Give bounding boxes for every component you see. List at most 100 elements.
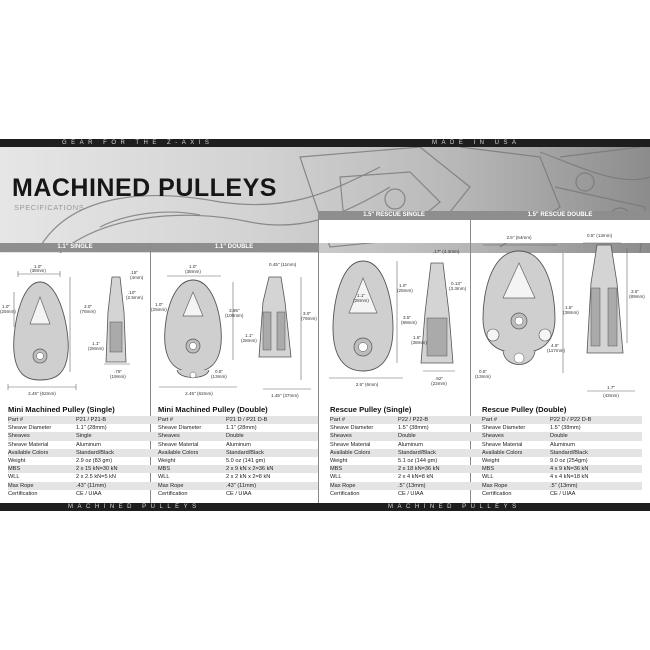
product-name: Mini Machined Pulley (Double)	[158, 405, 268, 414]
divider-2	[318, 220, 319, 503]
spec-row: Max Rope.43" (11mm)	[8, 481, 168, 490]
spec-row: Part #P22 D / P22 D-B	[482, 416, 642, 425]
divider-1	[150, 243, 151, 503]
dim-label: 1.1"	[92, 341, 100, 346]
dim-label: 1.45" (37mm)	[271, 393, 299, 398]
dim-label: .17" (4.3mm)	[433, 249, 460, 254]
dim-label: (100mm)	[225, 313, 244, 318]
dim-label: .15"	[130, 270, 138, 275]
dim-label: 1.0"	[155, 302, 163, 307]
spec-row: Max Rope.5" (13mm)	[482, 481, 642, 490]
dim-label: (89mm)	[629, 294, 645, 299]
dim-label: (13mm)	[475, 374, 491, 379]
dim-label: (38mm)	[185, 269, 201, 274]
dim-label: (25mm)	[151, 307, 167, 312]
dim-label: (13mm)	[211, 374, 227, 379]
dim-label: 1.7"	[607, 385, 615, 390]
spec-row: Part #P21 / P21-B	[8, 416, 168, 425]
dim-label: 3.5"	[631, 289, 639, 294]
dim-label: (89mm)	[401, 320, 417, 325]
spec-row: Part #P22 / P22-B	[330, 416, 490, 425]
dim-label: (28mm)	[241, 338, 257, 343]
spec-row: Part #P21 D / P21 D-B	[158, 416, 318, 425]
dim-label: (4mm)	[130, 275, 144, 280]
dim-label: (76mm)	[80, 309, 96, 314]
dim-label: 0.5" (13mm)	[587, 233, 613, 238]
dim-label: 0.13"	[451, 281, 462, 286]
dim-label: 2.45" (62mm)	[185, 391, 213, 396]
rescue-panel-top	[318, 220, 650, 243]
dim-label: 2.5" (64mm)	[506, 235, 532, 240]
footer-left: MACHINED PULLEYS	[68, 504, 201, 510]
spec-table-rescue-double: Rescue Pulley (Double) Part #P22 D / P22…	[482, 404, 642, 498]
spec-row: Max Rope.43" (11mm)	[158, 481, 318, 490]
dim-label: (19mm)	[110, 374, 126, 379]
heading-rescue-single: 1.5" RESCUE SINGLE	[318, 211, 470, 220]
dim-label: 3.95"	[229, 308, 240, 313]
dim-label: 1.1"	[245, 333, 253, 338]
dim-label: 1.0"	[34, 264, 42, 269]
dim-label: (25mm)	[0, 309, 16, 314]
diagram-double-mini: 1.0" (38mm) 1.0" (25mm) 3.95" (100mm) 0.…	[151, 262, 317, 398]
spec-sheet: GEAR FOR THE Z-AXIS MADE IN USA MACHINED…	[0, 139, 650, 511]
dim-label: (43mm)	[603, 393, 619, 398]
dim-label: (38mm)	[411, 340, 427, 345]
dim-label: 1.0"	[189, 264, 197, 269]
spec-table-rescue-single: Rescue Pulley (Single) Part #P22 / P22-B…	[330, 404, 490, 498]
bottom-bar: MACHINED PULLEYS MACHINED PULLEYS	[0, 503, 650, 511]
heading-single-mini: 1.1" SINGLE	[0, 243, 150, 252]
heading-rescue-double: 1.5" RESCUE DOUBLE	[470, 211, 650, 220]
dim-label: (2.5mm)	[126, 295, 144, 300]
tagline: GEAR FOR THE Z-AXIS	[62, 140, 214, 146]
dim-label: (3.3mm)	[449, 286, 467, 291]
dim-label: (28mm)	[88, 346, 104, 351]
dim-label: (38mm)	[563, 310, 579, 315]
dim-label: 4.6"	[551, 343, 559, 348]
dim-label: 2.5" (6mm)	[356, 382, 379, 387]
dim-label: 1.5"	[565, 305, 573, 310]
dim-label: 1.1"	[357, 293, 365, 298]
product-name: Rescue Pulley (Single)	[330, 405, 412, 414]
page-title: MACHINED PULLEYS	[12, 174, 277, 202]
dim-label: 0.5"	[479, 369, 487, 374]
diagram-rescue-double: 2.5" (64mm) 1.5" (38mm) 4.6" (117mm) 0.5…	[475, 233, 645, 398]
dim-label: 1.0"	[399, 283, 407, 288]
dim-label: (28mm)	[353, 298, 369, 303]
spec-row: Max Rope.5" (13mm)	[330, 481, 490, 490]
dim-label: (23mm)	[431, 381, 447, 386]
dim-label: 2.45" (62mm)	[28, 391, 56, 396]
dim-label: 0.5"	[215, 369, 223, 374]
dim-label: 3.0"	[303, 311, 311, 316]
dim-label: .92"	[435, 376, 443, 381]
dim-label: 1.0"	[2, 304, 10, 309]
dim-label: 0.45" (11mm)	[269, 262, 297, 267]
dim-label: (25mm)	[397, 288, 413, 293]
dim-label: (117mm)	[547, 348, 566, 353]
